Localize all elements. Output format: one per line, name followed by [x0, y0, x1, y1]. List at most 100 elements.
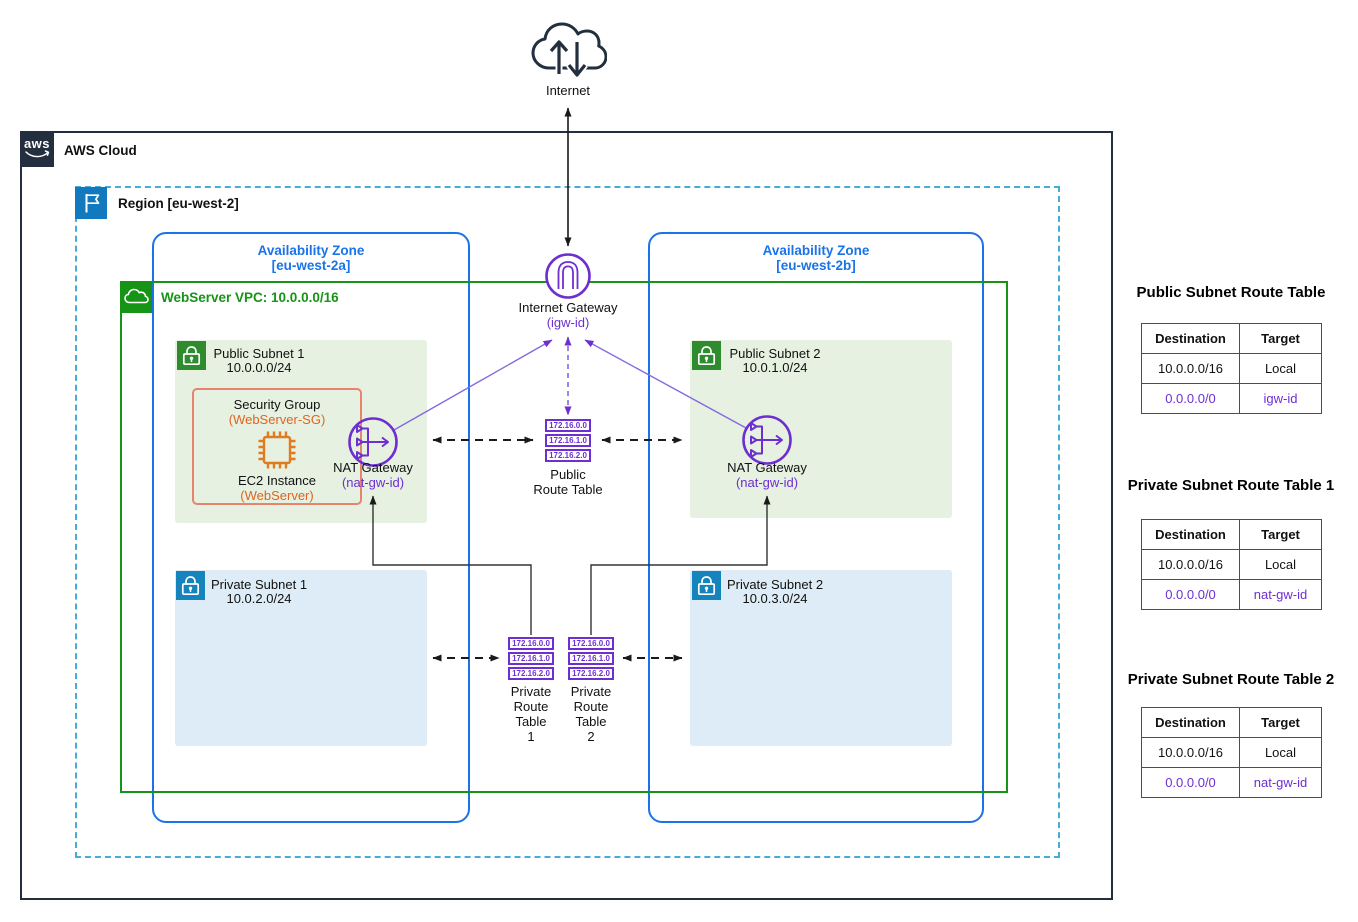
- az1-label: Availability Zone [eu-west-2a]: [152, 243, 470, 273]
- private-subnet-2-label: Private Subnet 2 10.0.3.0/24: [715, 578, 835, 606]
- nat1-id: (nat-gw-id): [341, 475, 405, 490]
- private-subnet-1-label: Private Subnet 1 10.0.2.0/24: [200, 578, 318, 606]
- route-table-stack-icon: 172.16.0.0 172.16.1.0 172.16.2.0: [563, 637, 619, 682]
- private-subnet-1-name: Private Subnet 1: [210, 577, 308, 592]
- aws-cloud-label: AWS Cloud: [64, 143, 137, 158]
- destination-cell: 10.0.0.0/16: [1141, 737, 1240, 768]
- private-route-table-1-title: Private Subnet Route Table 1: [1127, 477, 1335, 494]
- target-header: Target: [1239, 323, 1322, 354]
- label-line: Private: [570, 684, 612, 699]
- route-entry: 172.16.1.0: [508, 652, 554, 665]
- route-entry: 172.16.0.0: [545, 419, 591, 432]
- internet-label: Internet: [545, 83, 591, 98]
- security-group-box: Security Group (WebServer-SG) EC2 Instan…: [192, 388, 362, 505]
- destination-cell: 0.0.0.0/0: [1141, 579, 1240, 610]
- target-cell: nat-gw-id: [1239, 579, 1322, 610]
- public-subnet-1-label: Public Subnet 1 10.0.0.0/24: [200, 347, 318, 375]
- destination-header: Destination: [1141, 707, 1240, 738]
- destination-cell: 10.0.0.0/16: [1141, 549, 1240, 580]
- label-line: Route: [513, 699, 549, 714]
- route-entry: 172.16.0.0: [568, 637, 614, 650]
- public-subnet-1-name: Public Subnet 1: [213, 346, 305, 361]
- label-line: Table: [575, 714, 607, 729]
- route-table: Destination Target 10.0.0.0/16 Local 0.0…: [1141, 323, 1322, 414]
- igw-label: Internet Gateway: [518, 300, 618, 315]
- route-entry: 172.16.2.0: [568, 667, 614, 680]
- nat2-id: (nat-gw-id): [735, 475, 799, 490]
- label-line: 1: [527, 729, 535, 744]
- internet-gateway-icon: [544, 252, 592, 300]
- destination-header: Destination: [1141, 519, 1240, 550]
- ec2-instance-id: (WebServer): [240, 488, 314, 503]
- table-header-row: Destination Target: [1141, 323, 1322, 354]
- route-table: Destination Target 10.0.0.0/16 Local 0.0…: [1141, 519, 1322, 610]
- route-table-stack-icon: 172.16.0.0 172.16.1.0 172.16.2.0: [503, 637, 559, 682]
- label-line: Private: [510, 684, 552, 699]
- table-row: 0.0.0.0/0 nat-gw-id: [1141, 579, 1322, 610]
- target-cell: Local: [1239, 353, 1322, 384]
- az1-label-line1: Availability Zone: [257, 243, 365, 258]
- nat-gateway-icon: [741, 414, 793, 466]
- private-subnet-1-cidr: 10.0.2.0/24: [226, 591, 292, 606]
- destination-cell: 0.0.0.0/0: [1141, 383, 1240, 414]
- private-subnet-2-name: Private Subnet 2: [726, 577, 824, 592]
- public-route-table-title: Public Subnet Route Table: [1136, 284, 1326, 301]
- target-header: Target: [1239, 707, 1322, 738]
- private-route-table-2-title: Private Subnet Route Table 2: [1127, 671, 1335, 688]
- ec2-instance-label: EC2 Instance: [237, 473, 317, 488]
- private-subnet-2-cidr: 10.0.3.0/24: [742, 591, 808, 606]
- private-route-table-1-label: Private Route Table 1: [491, 684, 571, 744]
- route-table-stack-icon: 172.16.0.0 172.16.1.0 172.16.2.0: [540, 419, 596, 464]
- public-subnet-2-name: Public Subnet 2: [729, 346, 821, 361]
- az2-label: Availability Zone [eu-west-2b]: [648, 243, 984, 273]
- target-cell: Local: [1239, 549, 1322, 580]
- aws-logo-text: aws: [23, 135, 51, 151]
- internet-cloud-icon: [529, 20, 607, 82]
- security-group-name: Security Group: [233, 397, 321, 412]
- route-entry: 172.16.2.0: [545, 449, 591, 462]
- table-row: 0.0.0.0/0 nat-gw-id: [1141, 767, 1322, 798]
- table-row: 10.0.0.0/16 Local: [1141, 549, 1322, 580]
- route-entry: 172.16.1.0: [545, 434, 591, 447]
- route-table: Destination Target 10.0.0.0/16 Local 0.0…: [1141, 707, 1322, 798]
- destination-cell: 0.0.0.0/0: [1141, 767, 1240, 798]
- target-cell: Local: [1239, 737, 1322, 768]
- vpc-label: WebServer VPC: 10.0.0.0/16: [161, 290, 339, 305]
- region-flag-icon: [75, 187, 107, 219]
- ec2-chip-icon: [256, 429, 298, 471]
- table-header-row: Destination Target: [1141, 519, 1322, 550]
- public-route-table-label: Public Route Table: [518, 467, 618, 497]
- private-route-table-2-label: Private Route Table 2: [551, 684, 631, 744]
- region-label: Region [eu-west-2]: [118, 196, 239, 211]
- route-entry: 172.16.0.0: [508, 637, 554, 650]
- route-entry: 172.16.2.0: [508, 667, 554, 680]
- aws-logo-icon: aws: [20, 131, 54, 167]
- nat2-label: NAT Gateway: [727, 460, 807, 475]
- public-subnet-1: [175, 340, 427, 523]
- table-row: 10.0.0.0/16 Local: [1141, 353, 1322, 384]
- az2-label-line2: [eu-west-2b]: [776, 258, 856, 273]
- private-subnet-lock-icon: [176, 571, 205, 600]
- vpc-cloud-icon: [120, 281, 152, 313]
- target-header: Target: [1239, 519, 1322, 550]
- igw-id: (igw-id): [546, 315, 590, 330]
- az1-label-line2: [eu-west-2a]: [271, 258, 351, 273]
- target-cell: nat-gw-id: [1239, 767, 1322, 798]
- public-subnet-lock-icon: [177, 341, 206, 370]
- security-group-id: (WebServer-SG): [228, 412, 326, 427]
- label-line: Table: [515, 714, 547, 729]
- label-line: Public: [550, 467, 586, 482]
- target-cell: igw-id: [1239, 383, 1322, 414]
- destination-header: Destination: [1141, 323, 1240, 354]
- table-row: 0.0.0.0/0 igw-id: [1141, 383, 1322, 414]
- public-subnet-2-cidr: 10.0.1.0/24: [742, 360, 808, 375]
- public-subnet-2-label: Public Subnet 2 10.0.1.0/24: [715, 347, 835, 375]
- table-row: 10.0.0.0/16 Local: [1141, 737, 1322, 768]
- public-subnet-1-cidr: 10.0.0.0/24: [226, 360, 292, 375]
- label-line: 2: [587, 729, 595, 744]
- table-header-row: Destination Target: [1141, 707, 1322, 738]
- label-line: Route: [573, 699, 609, 714]
- label-line: Route Table: [533, 482, 603, 497]
- az2-label-line1: Availability Zone: [762, 243, 870, 258]
